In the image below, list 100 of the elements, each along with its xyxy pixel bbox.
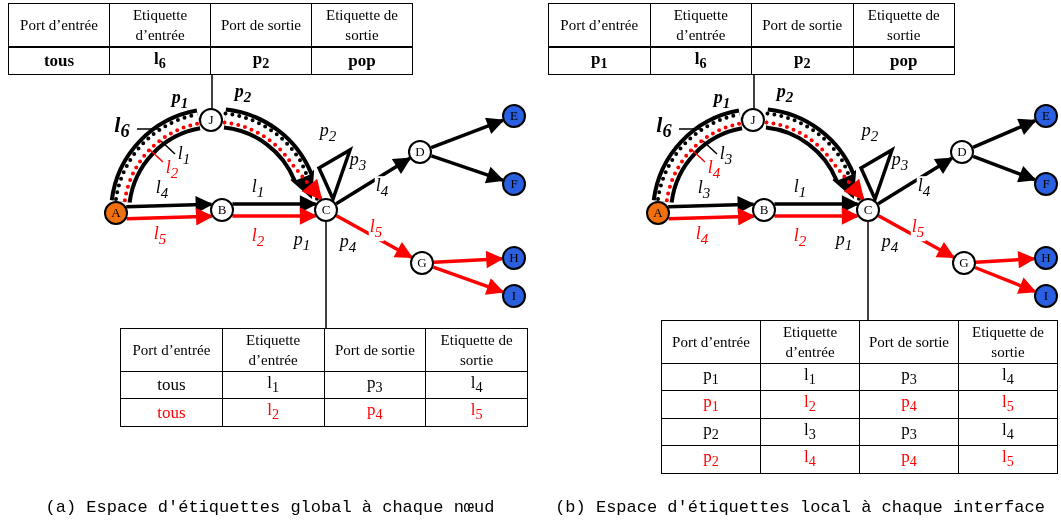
edge-label: l$_{5}$ — [910, 217, 926, 241]
table-cell: pop — [311, 47, 413, 75]
table-cell: l$_{6}$ — [650, 47, 752, 75]
arrow — [335, 214, 414, 259]
port-label: p$_{3}$ — [890, 150, 910, 174]
network-node: G — [952, 251, 976, 275]
table-cell: p$_{3}$ — [859, 418, 959, 446]
network-node: B — [210, 198, 234, 222]
port-label: p$_{1}$ — [712, 88, 732, 112]
arrow — [432, 265, 505, 295]
table-cell: p$_{4}$ — [859, 390, 959, 419]
table-cell: p$_{3}$ — [859, 363, 959, 391]
connector-line — [325, 221, 327, 329]
network-node: C — [856, 198, 880, 222]
port-label: p$_{4}$ — [880, 232, 900, 256]
port-label: p$_{1}$ — [834, 230, 854, 254]
dotted-path — [122, 121, 200, 203]
header-cell: Port d’entrée — [8, 3, 110, 47]
table-cell: tous — [8, 47, 110, 75]
arrow — [972, 154, 1037, 183]
network-node: B — [752, 198, 776, 222]
arrow — [877, 214, 956, 259]
table-cell: l$_{3}$ — [760, 418, 860, 446]
arrow — [126, 208, 214, 226]
label-table — [661, 320, 1058, 474]
table-cell: p$_{3}$ — [324, 371, 426, 399]
network-node: J — [741, 108, 765, 132]
network-node: E — [1034, 104, 1058, 128]
table-cell: l$_{4}$ — [958, 363, 1058, 391]
table-cell: p$_{4}$ — [324, 398, 426, 427]
network-node: G — [410, 251, 434, 275]
table-cell: p$_{2}$ — [661, 445, 761, 474]
table-cell: l$_{4}$ — [958, 418, 1058, 446]
arrow — [774, 207, 860, 225]
network-node: A — [646, 201, 670, 225]
leader-line — [136, 128, 161, 130]
leader-label: l$_{6}$ — [655, 115, 673, 141]
port-label: p$_{1}$ — [170, 88, 190, 112]
arrow — [433, 250, 504, 269]
leader-label: l$_{6}$ — [113, 115, 131, 141]
arrow — [232, 195, 318, 213]
dotted-path — [222, 120, 323, 201]
network-node: A — [104, 201, 128, 225]
arrow — [974, 265, 1037, 294]
port-label: p$_{3}$ — [348, 150, 368, 174]
arrow — [975, 250, 1036, 269]
table-cell: p$_{1}$ — [661, 390, 761, 419]
arrow — [668, 208, 756, 226]
header-cell: Etiquette de sortie — [958, 320, 1058, 364]
table-cell: p$_{1}$ — [548, 47, 650, 75]
caption: (a) Espace d'étiquettes global à chaque nœud — [45, 498, 495, 517]
dotted-path — [764, 120, 865, 201]
table-cell: p$_{2}$ — [751, 47, 853, 75]
network-node: H — [502, 246, 526, 270]
network-node: C — [314, 198, 338, 222]
table-cell: l$_{4}$ — [425, 371, 528, 399]
network-node: F — [1034, 172, 1058, 196]
leader-line — [702, 140, 718, 155]
label-table — [8, 3, 413, 76]
table-cell: pop — [853, 47, 955, 75]
leader-line — [678, 128, 703, 130]
header-cell: Port de sortie — [324, 328, 426, 372]
header-cell: Etiquette d’entrée — [760, 320, 860, 364]
connector-line — [753, 73, 755, 109]
network-node: E — [502, 104, 526, 128]
table-cell: p$_{2}$ — [661, 418, 761, 446]
table-cell: l$_{6}$ — [109, 47, 211, 75]
header-cell: Etiquette de sortie — [311, 3, 413, 47]
network-node: I — [502, 284, 526, 308]
port-label: p$_{4}$ — [338, 232, 358, 256]
network-node: I — [1034, 284, 1058, 308]
table-cell: l$_{5}$ — [425, 398, 528, 427]
leader-line — [690, 148, 706, 163]
network-node: J — [199, 108, 223, 132]
header-cell: Etiquette d’entrée — [222, 328, 324, 372]
table-cell: p$_{1}$ — [661, 363, 761, 391]
arrow — [430, 117, 505, 150]
port-label: p$_{2}$ — [775, 82, 795, 106]
header-cell: Etiquette de sortie — [425, 328, 528, 372]
arrow — [877, 156, 954, 206]
table-cell: l$_{1}$ — [760, 363, 860, 391]
table-cell: l$_{2}$ — [222, 398, 324, 427]
leader-line — [160, 140, 176, 155]
table-cell: l$_{5}$ — [958, 390, 1058, 419]
arrow — [430, 154, 505, 184]
port-label: p$_{2}$ — [233, 82, 253, 106]
arrow — [774, 195, 860, 213]
arrow — [335, 156, 412, 206]
arrow — [232, 207, 318, 225]
network-node: F — [502, 172, 526, 196]
network-node: D — [408, 140, 432, 164]
header-cell: Etiquette de sortie — [853, 3, 955, 47]
connector-line — [867, 221, 869, 321]
label-table — [120, 328, 528, 427]
header-cell: Port d’entrée — [548, 3, 650, 47]
table-cell: tous — [120, 398, 223, 427]
network-node: H — [1034, 246, 1058, 270]
header-cell: Port d’entrée — [661, 320, 761, 364]
dotted-path — [664, 121, 742, 203]
table-cell: l$_{4}$ — [760, 445, 860, 474]
